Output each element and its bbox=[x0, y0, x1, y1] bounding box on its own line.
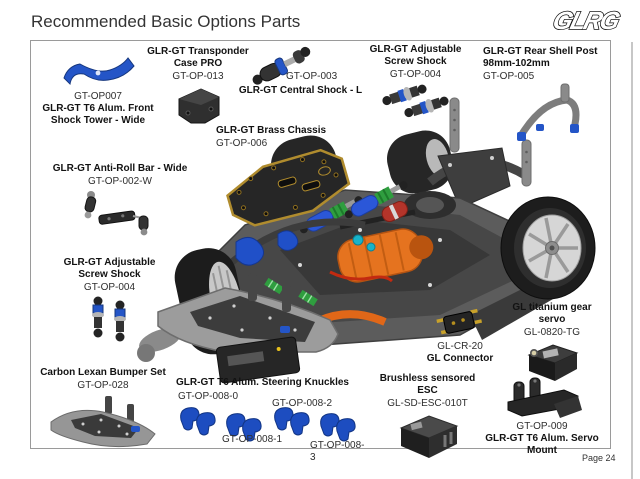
part-code: GT-OP-002-W bbox=[88, 176, 152, 188]
part-code: GT-OP-004 bbox=[83, 282, 136, 294]
car-front-knuckle bbox=[235, 237, 264, 266]
part-code: GL-0820-TG bbox=[523, 327, 581, 339]
car-shell-posts bbox=[449, 97, 544, 187]
part-code-1: GT-OP-008-1 bbox=[222, 434, 283, 445]
part-central-shock: GT-OP-003 GLR-GT Central Shock - L bbox=[238, 44, 363, 100]
esc-image bbox=[399, 415, 458, 459]
part-code: GT-OP-028 bbox=[77, 380, 129, 392]
part-code: GT-OP-005 bbox=[483, 71, 535, 83]
part-code: GT-OP-009 bbox=[516, 421, 568, 432]
car-rear-plate bbox=[437, 147, 511, 209]
part-esc: Brushless sensored ESC GL-SD-ESC-010T bbox=[370, 373, 485, 460]
page-number: Page 24 bbox=[582, 453, 616, 463]
part-name: GLR-GT Brass Chassis bbox=[216, 125, 327, 136]
part-code: GT-OP-006 bbox=[216, 138, 268, 150]
part-code: GT-OP-004 bbox=[389, 69, 442, 81]
part-gear-servo: GL titanium gear servo GL-0820-TG bbox=[498, 302, 606, 382]
rear-shell-post-image bbox=[517, 83, 580, 141]
part-transponder-case: GLR-GT Transponder Case PRO GT-OP-013 bbox=[142, 46, 254, 127]
part-name: GLR-GT Central Shock - L bbox=[238, 85, 363, 96]
part-name: GLR-GT Anti-Roll Bar - Wide bbox=[52, 163, 188, 174]
car-red-wire bbox=[329, 270, 393, 283]
part-name: Brushless sensored ESC bbox=[379, 373, 476, 397]
part-name: GLR-GT Adjustable Screw Shock bbox=[369, 44, 462, 68]
part-name: GLR-GT Transponder Case PRO bbox=[147, 46, 249, 70]
part-front-shock-tower: GT-OP007 GLR-GT T6 Alum. Front Shock Tow… bbox=[33, 50, 163, 127]
screw-shock-top-image bbox=[381, 85, 449, 118]
anti-roll-bar-image bbox=[84, 191, 148, 236]
part-code-3: GT-OP-008-3 bbox=[310, 440, 365, 463]
part-name: GL Connector bbox=[426, 353, 494, 364]
part-screw-shock-left: GLR-GT Adjustable Screw Shock GT-OP-004 bbox=[52, 257, 167, 342]
glrg-logo-text: GLRG bbox=[550, 7, 622, 35]
transponder-case-image bbox=[178, 88, 219, 124]
part-name: GLR-GT Adjustable Screw Shock bbox=[63, 257, 156, 281]
part-name: GL titanium gear servo bbox=[512, 302, 592, 326]
car-foam-bumper bbox=[157, 273, 339, 353]
car-rear-right-wheel bbox=[500, 196, 596, 300]
part-name: GLR-GT Rear Shell Post 98mm-102mm bbox=[483, 46, 598, 70]
servo-mount-image bbox=[507, 377, 582, 418]
part-name: GLR-GT T6 Alum. Steering Knuckles bbox=[176, 377, 349, 388]
part-brass-chassis: GLR-GT Brass Chassis GT-OP-006 bbox=[216, 125, 366, 227]
part-servo-mount: GT-OP-009 GLR-GT T6 Alum. Servo Mount bbox=[472, 374, 612, 457]
front-shock-tower-image bbox=[63, 57, 135, 86]
car-red-cylinder bbox=[381, 201, 408, 223]
part-name: Carbon Lexan Bumper Set bbox=[40, 367, 166, 378]
car-esc-box bbox=[215, 336, 301, 384]
part-code: GT-OP-003 bbox=[286, 71, 338, 82]
glrg-logo: GLRG bbox=[549, 7, 623, 36]
part-steering-knuckles: GLR-GT T6 Alum. Steering Knuckles GT-OP-… bbox=[176, 377, 366, 463]
screw-shock-left-image bbox=[91, 296, 126, 342]
part-name: GLR-GT T6 Alum. Servo Mount bbox=[485, 433, 599, 457]
part-code: GL-SD-ESC-010T bbox=[387, 398, 468, 410]
brass-chassis-image bbox=[226, 148, 351, 227]
part-name: GLR-GT T6 Alum. Front Shock Tower - Wide bbox=[42, 103, 154, 127]
part-connector: GL-CR-20 GL Connector bbox=[420, 306, 500, 365]
part-anti-roll-bar: GLR-GT Anti-Roll Bar - Wide GT-OP-002-W bbox=[40, 163, 200, 236]
part-code-0: GT-OP-008-0 bbox=[178, 391, 239, 402]
connector-image bbox=[436, 308, 483, 335]
page-edge-line bbox=[631, 42, 633, 479]
central-shock-image bbox=[252, 46, 311, 85]
part-screw-shock-top: GLR-GT Adjustable Screw Shock GT-OP-004 bbox=[363, 44, 468, 118]
part-code-2: GT-OP-008-2 bbox=[272, 398, 333, 409]
part-code: GL-CR-20 bbox=[437, 341, 483, 352]
part-code: GT-OP007 bbox=[74, 91, 122, 102]
part-rear-shell-post: GLR-GT Rear Shell Post 98mm-102mm GT-OP-… bbox=[483, 46, 605, 141]
part-bumper-set: Carbon Lexan Bumper Set GT-OP-028 bbox=[38, 367, 168, 450]
part-code: GT-OP-013 bbox=[172, 71, 224, 83]
car-cyan-part bbox=[352, 234, 364, 246]
gear-servo-image bbox=[527, 344, 579, 382]
car-center-shock-2 bbox=[344, 181, 408, 219]
bumper-set-image bbox=[50, 396, 156, 448]
page-title: Recommended Basic Options Parts bbox=[31, 12, 301, 31]
